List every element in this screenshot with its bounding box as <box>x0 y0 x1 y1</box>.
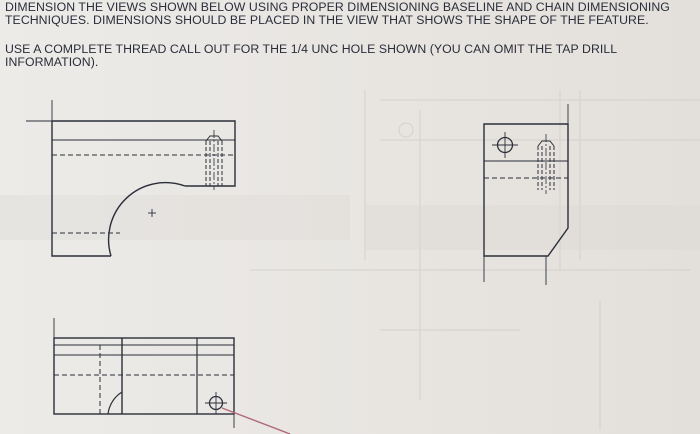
instruction-line-4: INFORMATION). <box>5 54 99 69</box>
instruction-line-1: DIMENSION THE VIEWS SHOWN BELOW USING PR… <box>5 0 670 14</box>
top-view <box>53 318 235 428</box>
instruction-line-2: TECHNIQUES. DIMENSIONS SHOULD BE PLACED … <box>5 12 649 27</box>
instruction-line-3: USE A COMPLETE THREAD CALL OUT FOR THE 1… <box>5 42 618 56</box>
leader-line <box>221 407 291 434</box>
instruction-block-2: USE A COMPLETE THREAD CALL OUT FOR THE 1… <box>5 43 695 68</box>
front-view <box>26 100 236 257</box>
side-view <box>483 104 569 285</box>
bleed-through-marks <box>0 90 700 430</box>
instruction-block-1: DIMENSION THE VIEWS SHOWN BELOW USING PR… <box>5 1 695 26</box>
